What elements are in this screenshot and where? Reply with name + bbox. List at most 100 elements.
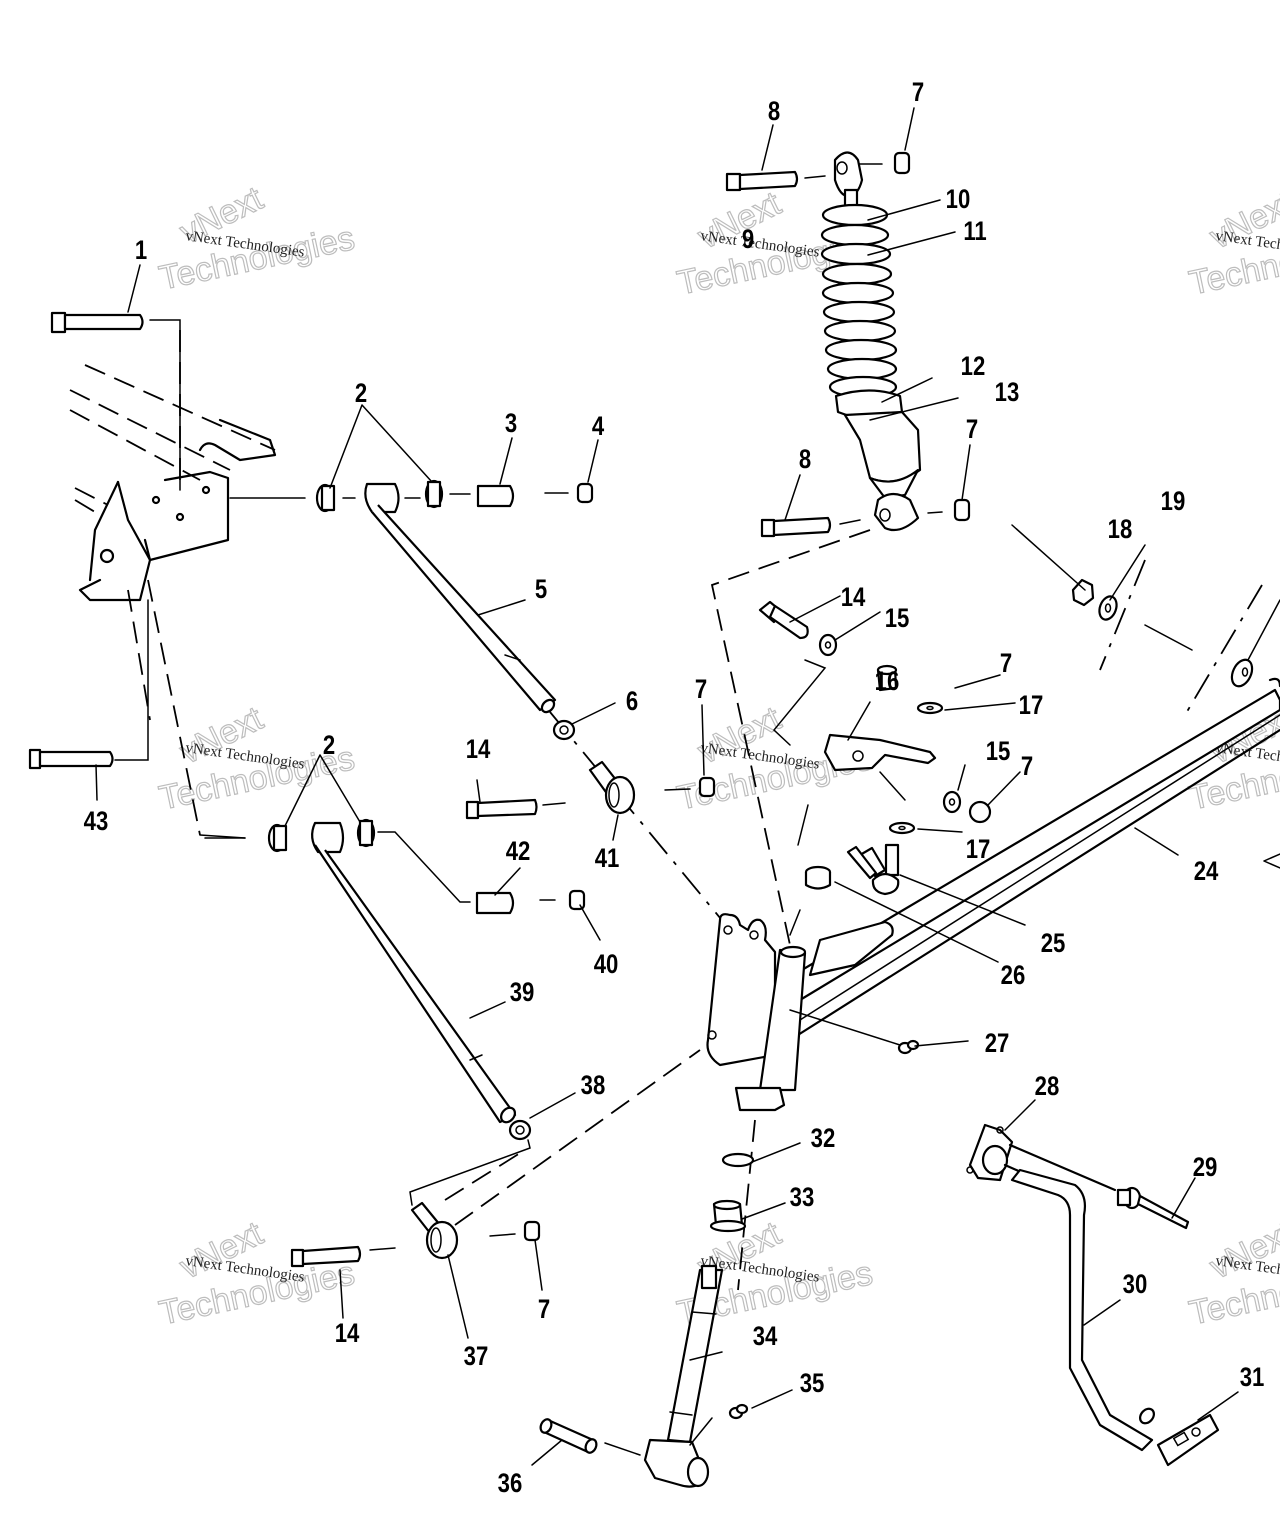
washer-19 (1098, 595, 1118, 621)
assembly-line (737, 1119, 756, 1291)
callout-39: 39 (510, 978, 535, 1008)
callout-6: 6 (626, 687, 638, 717)
jam-nut-6 (552, 719, 576, 741)
pin-36 (539, 1418, 598, 1454)
bushing-33 (709, 1199, 747, 1233)
nut-7-top (893, 151, 911, 175)
washer-17-lower (888, 821, 916, 835)
washer-15-upper (818, 633, 838, 657)
nut-7-bracket (876, 664, 898, 692)
callout-42: 42 (506, 837, 531, 867)
callout-14: 14 (335, 1319, 360, 1349)
nut-18 (1071, 578, 1095, 607)
callout-13: 13 (995, 378, 1020, 408)
leader-line (114, 599, 149, 761)
frame-bracket (69, 364, 277, 602)
callout-40: 40 (594, 950, 619, 980)
callout-leaders (95, 107, 1239, 1466)
bolt-1 (50, 311, 144, 334)
watermarks: vNext Technologies vNext Technologies vN… (155, 179, 1280, 1334)
callout-16: 16 (875, 667, 900, 697)
nut-7-bottom (953, 498, 971, 522)
assembly-line (127, 589, 151, 721)
callout-17: 17 (1019, 691, 1044, 721)
tie-rod-end-25 (846, 843, 900, 896)
callout-33: 33 (790, 1183, 815, 1213)
callout-7: 7 (538, 1295, 550, 1325)
callout-17: 17 (966, 835, 991, 865)
callout-7: 7 (912, 78, 924, 108)
lower-a-arm-39 (311, 821, 517, 1124)
nut-40 (568, 889, 586, 911)
pedal-shaft-30 (1010, 1168, 1155, 1452)
nut-7-bracket-lower (968, 800, 992, 824)
callout-14: 14 (841, 583, 866, 613)
rod-end-41 (588, 760, 636, 815)
callout-3: 3 (505, 409, 517, 439)
bolt-8-top (725, 170, 799, 192)
clevis-pin-29 (1116, 1186, 1190, 1230)
callout-14: 14 (466, 735, 491, 765)
nut-7-lower (523, 1220, 541, 1242)
washer-15-lower (942, 790, 962, 814)
callout-2: 2 (323, 731, 335, 761)
callout-25: 25 (1041, 929, 1066, 959)
bushing-2-lower-right (356, 818, 376, 848)
steering-knuckle (706, 913, 894, 1112)
callout-43: 43 (84, 807, 109, 837)
callout-29: 29 (1193, 1153, 1218, 1183)
callout-19: 19 (1161, 487, 1186, 517)
callout-27: 27 (985, 1029, 1010, 1059)
callout-12: 12 (961, 352, 986, 382)
callout-labels: 1 2 3 4 5 6 7 8 9 10 11 12 13 7 8 14 15 … (84, 78, 1265, 1499)
bushing-26 (804, 865, 832, 890)
callout-35: 35 (800, 1369, 825, 1399)
callout-8: 8 (768, 97, 780, 127)
assembly-line (549, 711, 731, 931)
callout-37: 37 (464, 1342, 489, 1372)
callout-26: 26 (1001, 961, 1026, 991)
callout-8: 8 (799, 445, 811, 475)
assembly-line (454, 1049, 701, 1226)
callout-7: 7 (695, 675, 707, 705)
bushing-2-lower-left (267, 823, 288, 853)
callout-10: 10 (946, 185, 971, 215)
callout-18: 18 (1108, 515, 1133, 545)
sleeve-42 (475, 891, 515, 915)
callout-5: 5 (535, 575, 548, 605)
callout-38: 38 (581, 1071, 606, 1101)
callout-15: 15 (885, 604, 910, 634)
callout-1: 1 (135, 236, 148, 266)
callout-31: 31 (1240, 1363, 1265, 1393)
callout-7: 7 (1021, 752, 1033, 782)
bushing-2-upper-right (424, 479, 444, 509)
callout-9: 9 (742, 225, 754, 255)
callout-7: 7 (1000, 649, 1012, 679)
callout-28: 28 (1035, 1072, 1060, 1102)
rod-end-37 (410, 1201, 459, 1260)
watermark: vNext Technologies (155, 179, 358, 299)
grease-fitting-35 (728, 1403, 749, 1420)
sleeve-3 (476, 484, 515, 508)
bushing-right-edge (1230, 658, 1254, 688)
jam-nut-38 (508, 1119, 532, 1141)
bolt-43 (28, 748, 114, 770)
bolt-14-upper (758, 600, 809, 640)
callout-7: 7 (966, 415, 978, 445)
assembly-line (1099, 559, 1146, 671)
offscreen-part-marker (1263, 853, 1280, 869)
assembly-line (444, 1149, 526, 1201)
callout-30: 30 (1123, 1270, 1148, 1300)
spindle-34 (643, 1264, 724, 1488)
callout-41: 41 (595, 844, 620, 874)
washer-17-upper (916, 701, 944, 715)
bolt-8-bottom (760, 516, 832, 538)
assembly-line (1184, 584, 1263, 716)
upper-a-arm-5 (364, 482, 557, 714)
callout-4: 4 (592, 412, 605, 442)
nut-4 (576, 482, 594, 504)
bearing-flange-28 (966, 1123, 1014, 1182)
callout-24: 24 (1194, 857, 1219, 887)
callout-34: 34 (753, 1322, 778, 1352)
